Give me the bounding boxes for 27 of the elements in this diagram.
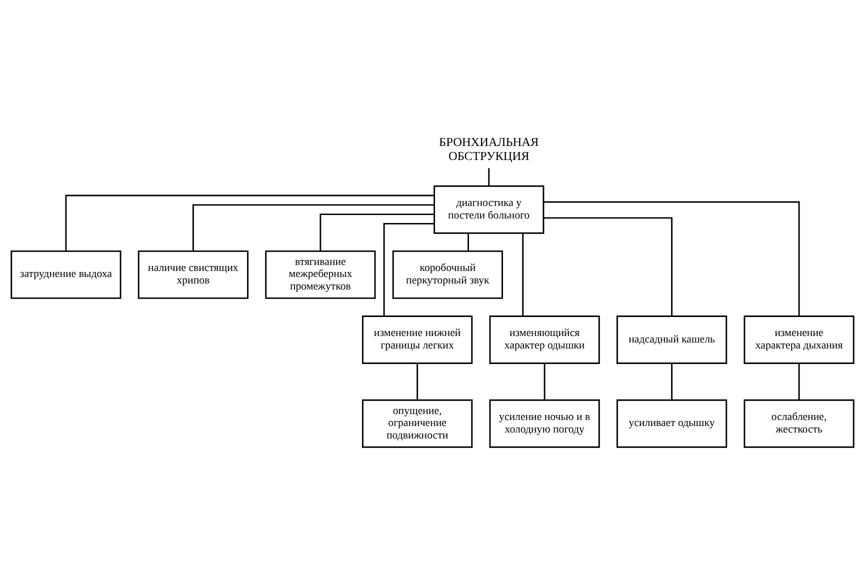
node-box: втягивание межреберных промежутков xyxy=(265,250,376,298)
connector xyxy=(544,200,800,316)
connector xyxy=(544,362,546,400)
node-box: изменение нижней границы легких xyxy=(362,315,473,364)
connector xyxy=(488,168,490,186)
connector xyxy=(192,204,434,251)
node-box: коробочный перкуторный звук xyxy=(392,250,503,298)
node-box: усиливает одышку xyxy=(616,398,728,448)
connector xyxy=(65,194,434,251)
node-text: БРОНХИАЛЬНАЯ ОБСТРУКЦИЯ xyxy=(439,134,539,162)
node-box: изменение характера дыхания xyxy=(744,315,854,364)
node-box: изменяющийся характер одышки xyxy=(489,315,600,364)
connector xyxy=(383,222,434,316)
connector xyxy=(671,362,673,400)
connector xyxy=(416,362,418,400)
node-box: надсадный кашель xyxy=(616,315,728,364)
node-box: диагностика у постели больного xyxy=(434,184,544,234)
node-box: усиление ночью и в холодную погоду xyxy=(489,398,600,448)
connector xyxy=(798,362,800,400)
connector xyxy=(522,232,524,316)
connector xyxy=(544,216,673,316)
connector xyxy=(320,213,434,251)
node-box: опущение, ограничение подвижности xyxy=(362,398,473,448)
node-box: затруднение выдоха xyxy=(10,250,122,298)
node-box: наличие свистящих хрипов xyxy=(138,250,248,298)
node-box: ослабление, жесткость xyxy=(744,398,854,448)
connector xyxy=(468,232,469,251)
